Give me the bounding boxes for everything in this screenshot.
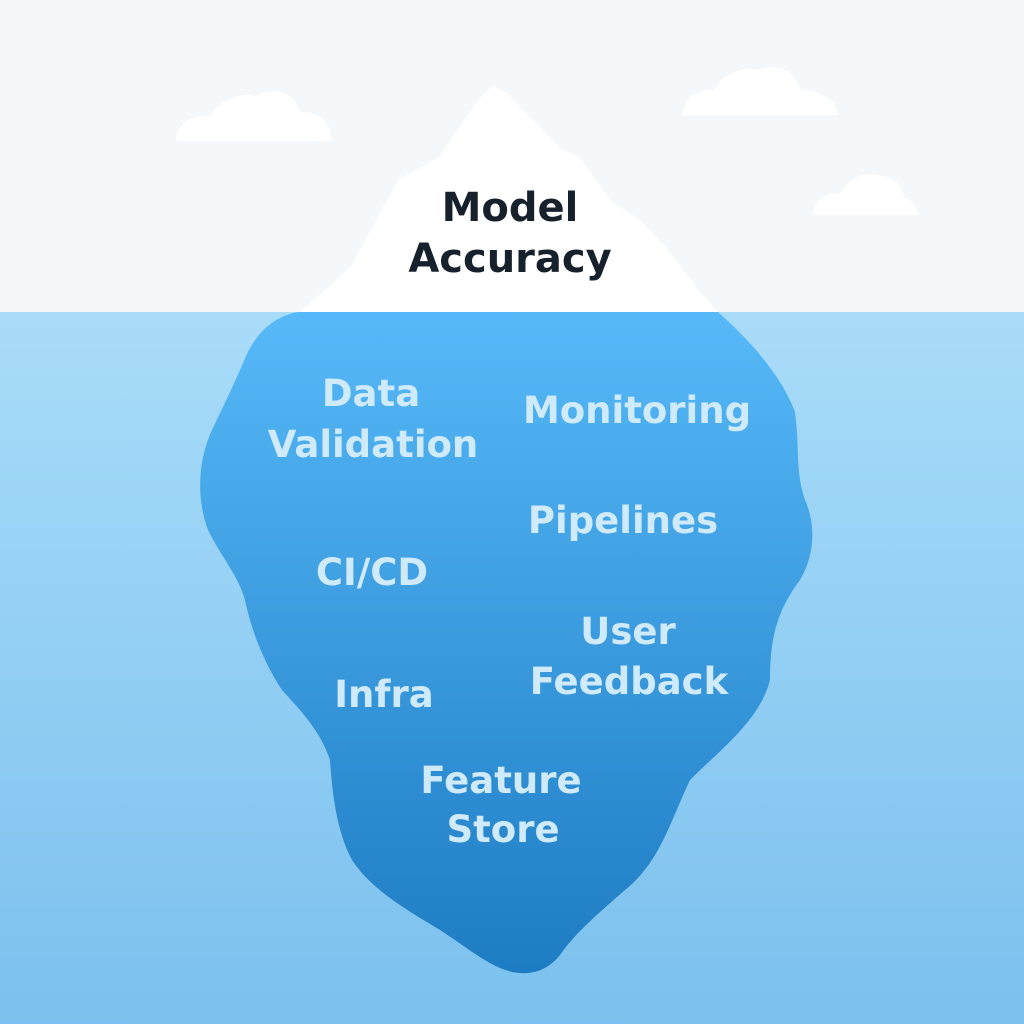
cloud-icon (176, 91, 332, 141)
monitoring-label: Monitoring (523, 389, 751, 432)
data-validation-label-line1: Data (322, 372, 420, 415)
pipelines-label: Pipelines (528, 499, 718, 542)
cloud-icon (812, 174, 918, 215)
iceberg-icon (200, 312, 813, 974)
cloud-icon (682, 67, 838, 115)
tip-label-line2: Accuracy (408, 236, 611, 282)
cicd-label: CI/CD (316, 551, 428, 594)
feature-store-label-line2: Store (446, 808, 559, 851)
iceberg-tip (300, 86, 718, 312)
feature-store-label-line1: Feature (420, 759, 581, 802)
user-feedback-label-line1: User (580, 610, 676, 653)
infra-label: Infra (334, 673, 433, 716)
user-feedback-label-line2: Feedback (530, 660, 730, 703)
data-validation-label-line2: Validation (268, 423, 479, 466)
tip-label-line1: Model (442, 185, 579, 231)
